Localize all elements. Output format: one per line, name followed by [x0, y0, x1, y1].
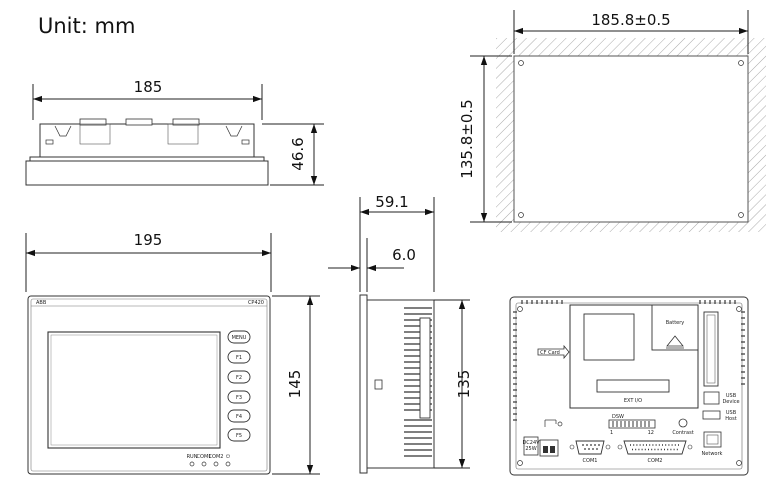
status-leds: RUN COM1 COM2 ⏻	[187, 454, 231, 467]
unit-label: Unit: mm	[38, 14, 136, 38]
led-run-label: RUN	[187, 454, 198, 460]
f1-key-label: F1	[236, 355, 242, 361]
led-com1-label: COM1	[197, 454, 212, 460]
com1-label: COM1	[583, 458, 598, 464]
usb-device-label-1: USB	[726, 393, 737, 399]
function-keys: MENU F1 F2 F3 F4 F5	[227, 330, 251, 442]
front-width-label: 195	[134, 231, 163, 249]
dsw-left-label: 1	[610, 430, 613, 436]
ext-io-label: EXT I/O	[624, 398, 642, 404]
f5-key[interactable]: F5	[227, 428, 251, 442]
f4-key-label: F4	[236, 414, 242, 420]
front-brand: ABB	[36, 300, 47, 306]
usb-host-label-2: Host	[725, 416, 736, 422]
contrast-label: Contrast	[672, 430, 693, 436]
power-label-2: 25W	[525, 446, 536, 452]
rear-height-label: 135	[455, 370, 473, 399]
dsw-label: DSW	[612, 414, 624, 420]
front-height-label: 145	[286, 370, 304, 399]
dsw-right-label: 12	[648, 430, 654, 436]
cutout-width-label: 185.8±0.5	[591, 11, 670, 29]
battery-label: Battery	[666, 320, 685, 326]
top-width-label: 185	[134, 78, 163, 96]
top-view: 185 46.6	[25, 78, 324, 186]
f2-key-label: F2	[236, 375, 242, 381]
side-depth-label: 59.1	[375, 193, 408, 211]
network-label: Network	[702, 451, 723, 457]
side-view: 59.1 6.0 135	[328, 193, 473, 474]
rear-view: Battery EXT I/O CF Card USB Device USB H…	[509, 296, 749, 476]
front-view: 195 ABB CP420 MENU F1 F2 F3 F4 F5 RUN CO…	[25, 231, 320, 475]
f4-key[interactable]: F4	[227, 409, 251, 423]
menu-key[interactable]: MENU	[227, 330, 251, 344]
led-com2-label: COM2	[209, 454, 224, 460]
usb-host-label-1: USB	[726, 410, 737, 416]
f3-key-label: F3	[236, 395, 242, 401]
cutout-height-label: 135.8±0.5	[458, 99, 476, 178]
front-model: CP420	[248, 300, 264, 306]
power-label-1: DC24V	[522, 440, 540, 446]
com2-label: COM2	[648, 458, 663, 464]
f3-key[interactable]: F3	[227, 390, 251, 404]
side-bezel-label: 6.0	[392, 246, 416, 264]
cf-card-label: CF Card	[540, 350, 560, 356]
f1-key[interactable]: F1	[227, 350, 251, 364]
led-power-label: ⏻	[226, 454, 230, 460]
panel-cutout-view: 185.8±0.5 135.8±0.5	[458, 10, 766, 232]
f5-key-label: F5	[236, 433, 242, 439]
f2-key[interactable]: F2	[227, 370, 251, 384]
top-depth-label: 46.6	[289, 137, 307, 170]
usb-device-label-2: Device	[722, 399, 739, 405]
menu-key-label: MENU	[232, 335, 247, 341]
